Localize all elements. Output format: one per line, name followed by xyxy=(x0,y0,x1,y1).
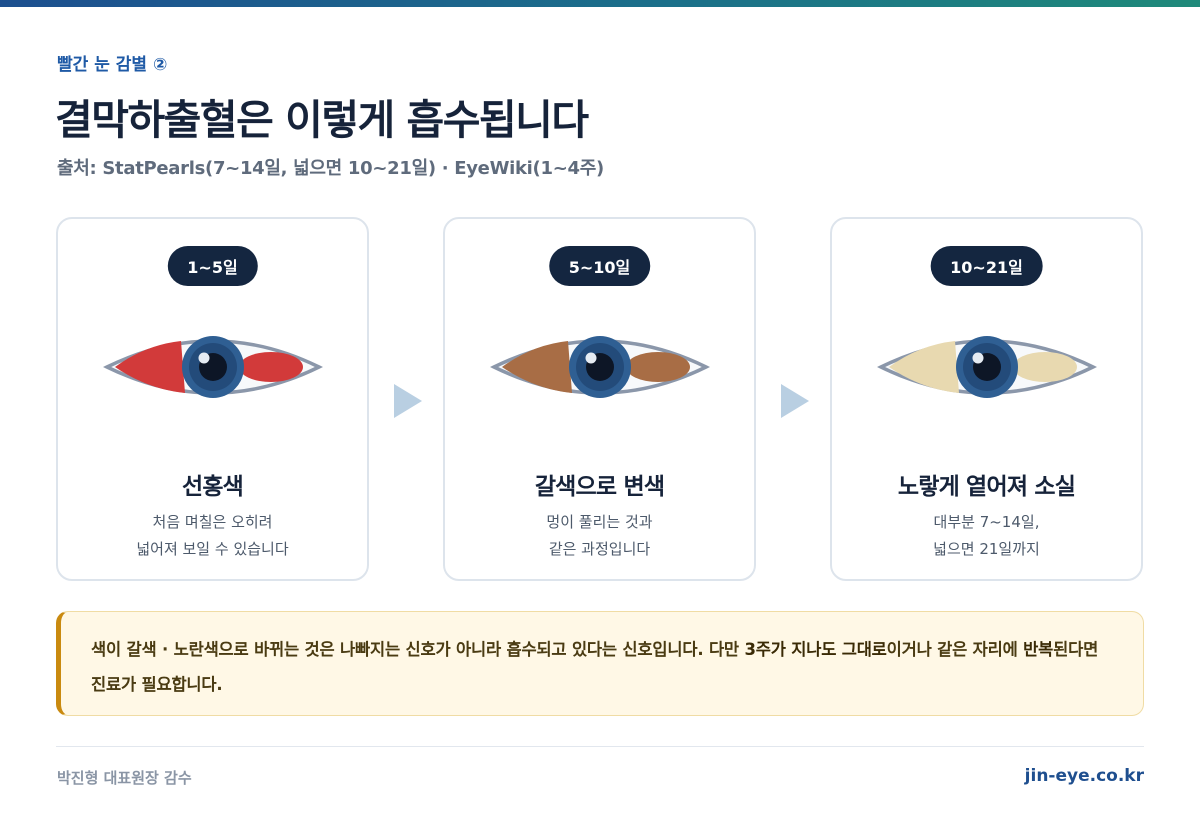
stage-name: 선홍색 xyxy=(181,474,244,500)
stage-description: 대부분 7~14일, 넓으면 21일까지 xyxy=(832,509,1141,563)
note-emphasis: 반복 xyxy=(1023,640,1054,659)
source-citation: 출처: StatPearls(7~14일, 넓으면 10~21일) · EyeW… xyxy=(57,158,604,179)
desc-line: 넓으면 21일까지 xyxy=(933,540,1040,558)
footer-divider xyxy=(56,746,1144,747)
desc-line: 넓어져 보일 수 있습니다 xyxy=(136,540,289,558)
note-emphasis: 3주가 지나도 그대로 xyxy=(744,640,887,659)
period-badge: 5~10일 xyxy=(548,246,651,286)
note-text: 된다면 진료가 필요합니다. xyxy=(91,640,1099,694)
note-text: 색이 갈색 · 노란색으로 바뀌는 것은 나빠지는 신호가 아니라 흡수되고 있… xyxy=(91,640,745,659)
eye-yellow-icon xyxy=(876,336,1097,398)
arrow-right-icon xyxy=(394,384,422,418)
period-badge: 1~5일 xyxy=(167,246,258,286)
stage-card-2: 5~10일 갈색으로 변색 멍이 풀리는 것과 같은 과정입니다 xyxy=(443,217,756,581)
period-badge: 10~21일 xyxy=(930,246,1043,286)
desc-line: 처음 며칠은 오히려 xyxy=(152,513,273,531)
stage-card-3: 10~21일 노랗게 옅어져 소실 대부분 7~14일, 넓으면 21일까지 xyxy=(830,217,1143,581)
stage-card-1: 1~5일 선홍색 처음 며칠은 오히려 넓어져 보일 수 있습니다 xyxy=(56,217,369,581)
reviewer-credit: 박진형 대표원장 감수 xyxy=(57,769,192,787)
page-title: 결막하출혈은 이렇게 흡수됩니다 xyxy=(55,96,589,144)
desc-line: 같은 과정입니다 xyxy=(548,540,651,558)
website-link[interactable]: jin-eye.co.kr xyxy=(1024,766,1144,786)
stage-description: 처음 며칠은 오히려 넓어져 보일 수 있습니다 xyxy=(58,509,367,563)
desc-line: 대부분 7~14일, xyxy=(933,513,1040,531)
desc-line: 멍이 풀리는 것과 xyxy=(546,513,653,531)
eye-brown-icon xyxy=(489,336,710,398)
top-accent-bar xyxy=(0,0,1200,7)
eye-red-icon xyxy=(102,336,323,398)
arrow-right-icon xyxy=(781,384,809,418)
warning-note: 색이 갈색 · 노란색으로 바뀌는 것은 나빠지는 신호가 아니라 흡수되고 있… xyxy=(56,611,1144,716)
stage-name: 갈색으로 변색 xyxy=(534,474,665,500)
stage-name: 노랗게 옅어져 소실 xyxy=(897,474,1076,500)
note-text: 이거나 같은 자리에 xyxy=(886,640,1024,659)
stage-description: 멍이 풀리는 것과 같은 과정입니다 xyxy=(445,509,754,563)
eyebrow-label: 빨간 눈 감별 ② xyxy=(57,55,168,75)
